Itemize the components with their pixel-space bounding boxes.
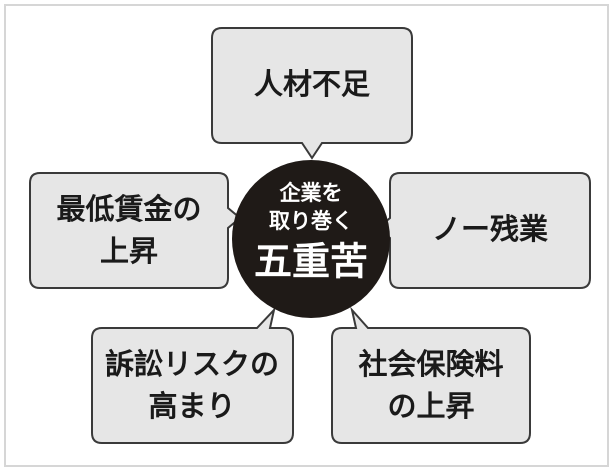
box-labor-shortage: 人材不足 — [211, 27, 413, 160]
box-social-insurance: 社会保険料 の上昇 — [331, 306, 531, 444]
box-minimum-wage-text-2: 上昇 — [100, 234, 158, 268]
center-text-title: 五重苦 — [254, 240, 368, 284]
box-minimum-wage: 最低賃金の 上昇 — [29, 172, 242, 289]
box-labor-shortage-text: 人材不足 — [254, 67, 370, 101]
center-text-line1: 企業を — [279, 181, 343, 205]
box-litigation-risk: 訴訟リスクの 高まり — [91, 306, 294, 444]
box-no-overtime-text: ノー残業 — [432, 212, 548, 246]
center-hub: 企業を 取り巻く 五重苦 — [232, 160, 390, 318]
box-litigation-risk-text-2: 高まり — [148, 389, 235, 423]
box-litigation-risk-text-1: 訴訟リスクの — [105, 347, 279, 381]
box-no-overtime: ノー残業 — [376, 172, 591, 289]
box-social-insurance-text-2: の上昇 — [387, 389, 474, 423]
box-social-insurance-text-1: 社会保険料 — [358, 347, 503, 381]
center-text-line2: 取り巻く — [269, 209, 353, 233]
box-minimum-wage-text-1: 最低賃金の — [56, 192, 201, 226]
